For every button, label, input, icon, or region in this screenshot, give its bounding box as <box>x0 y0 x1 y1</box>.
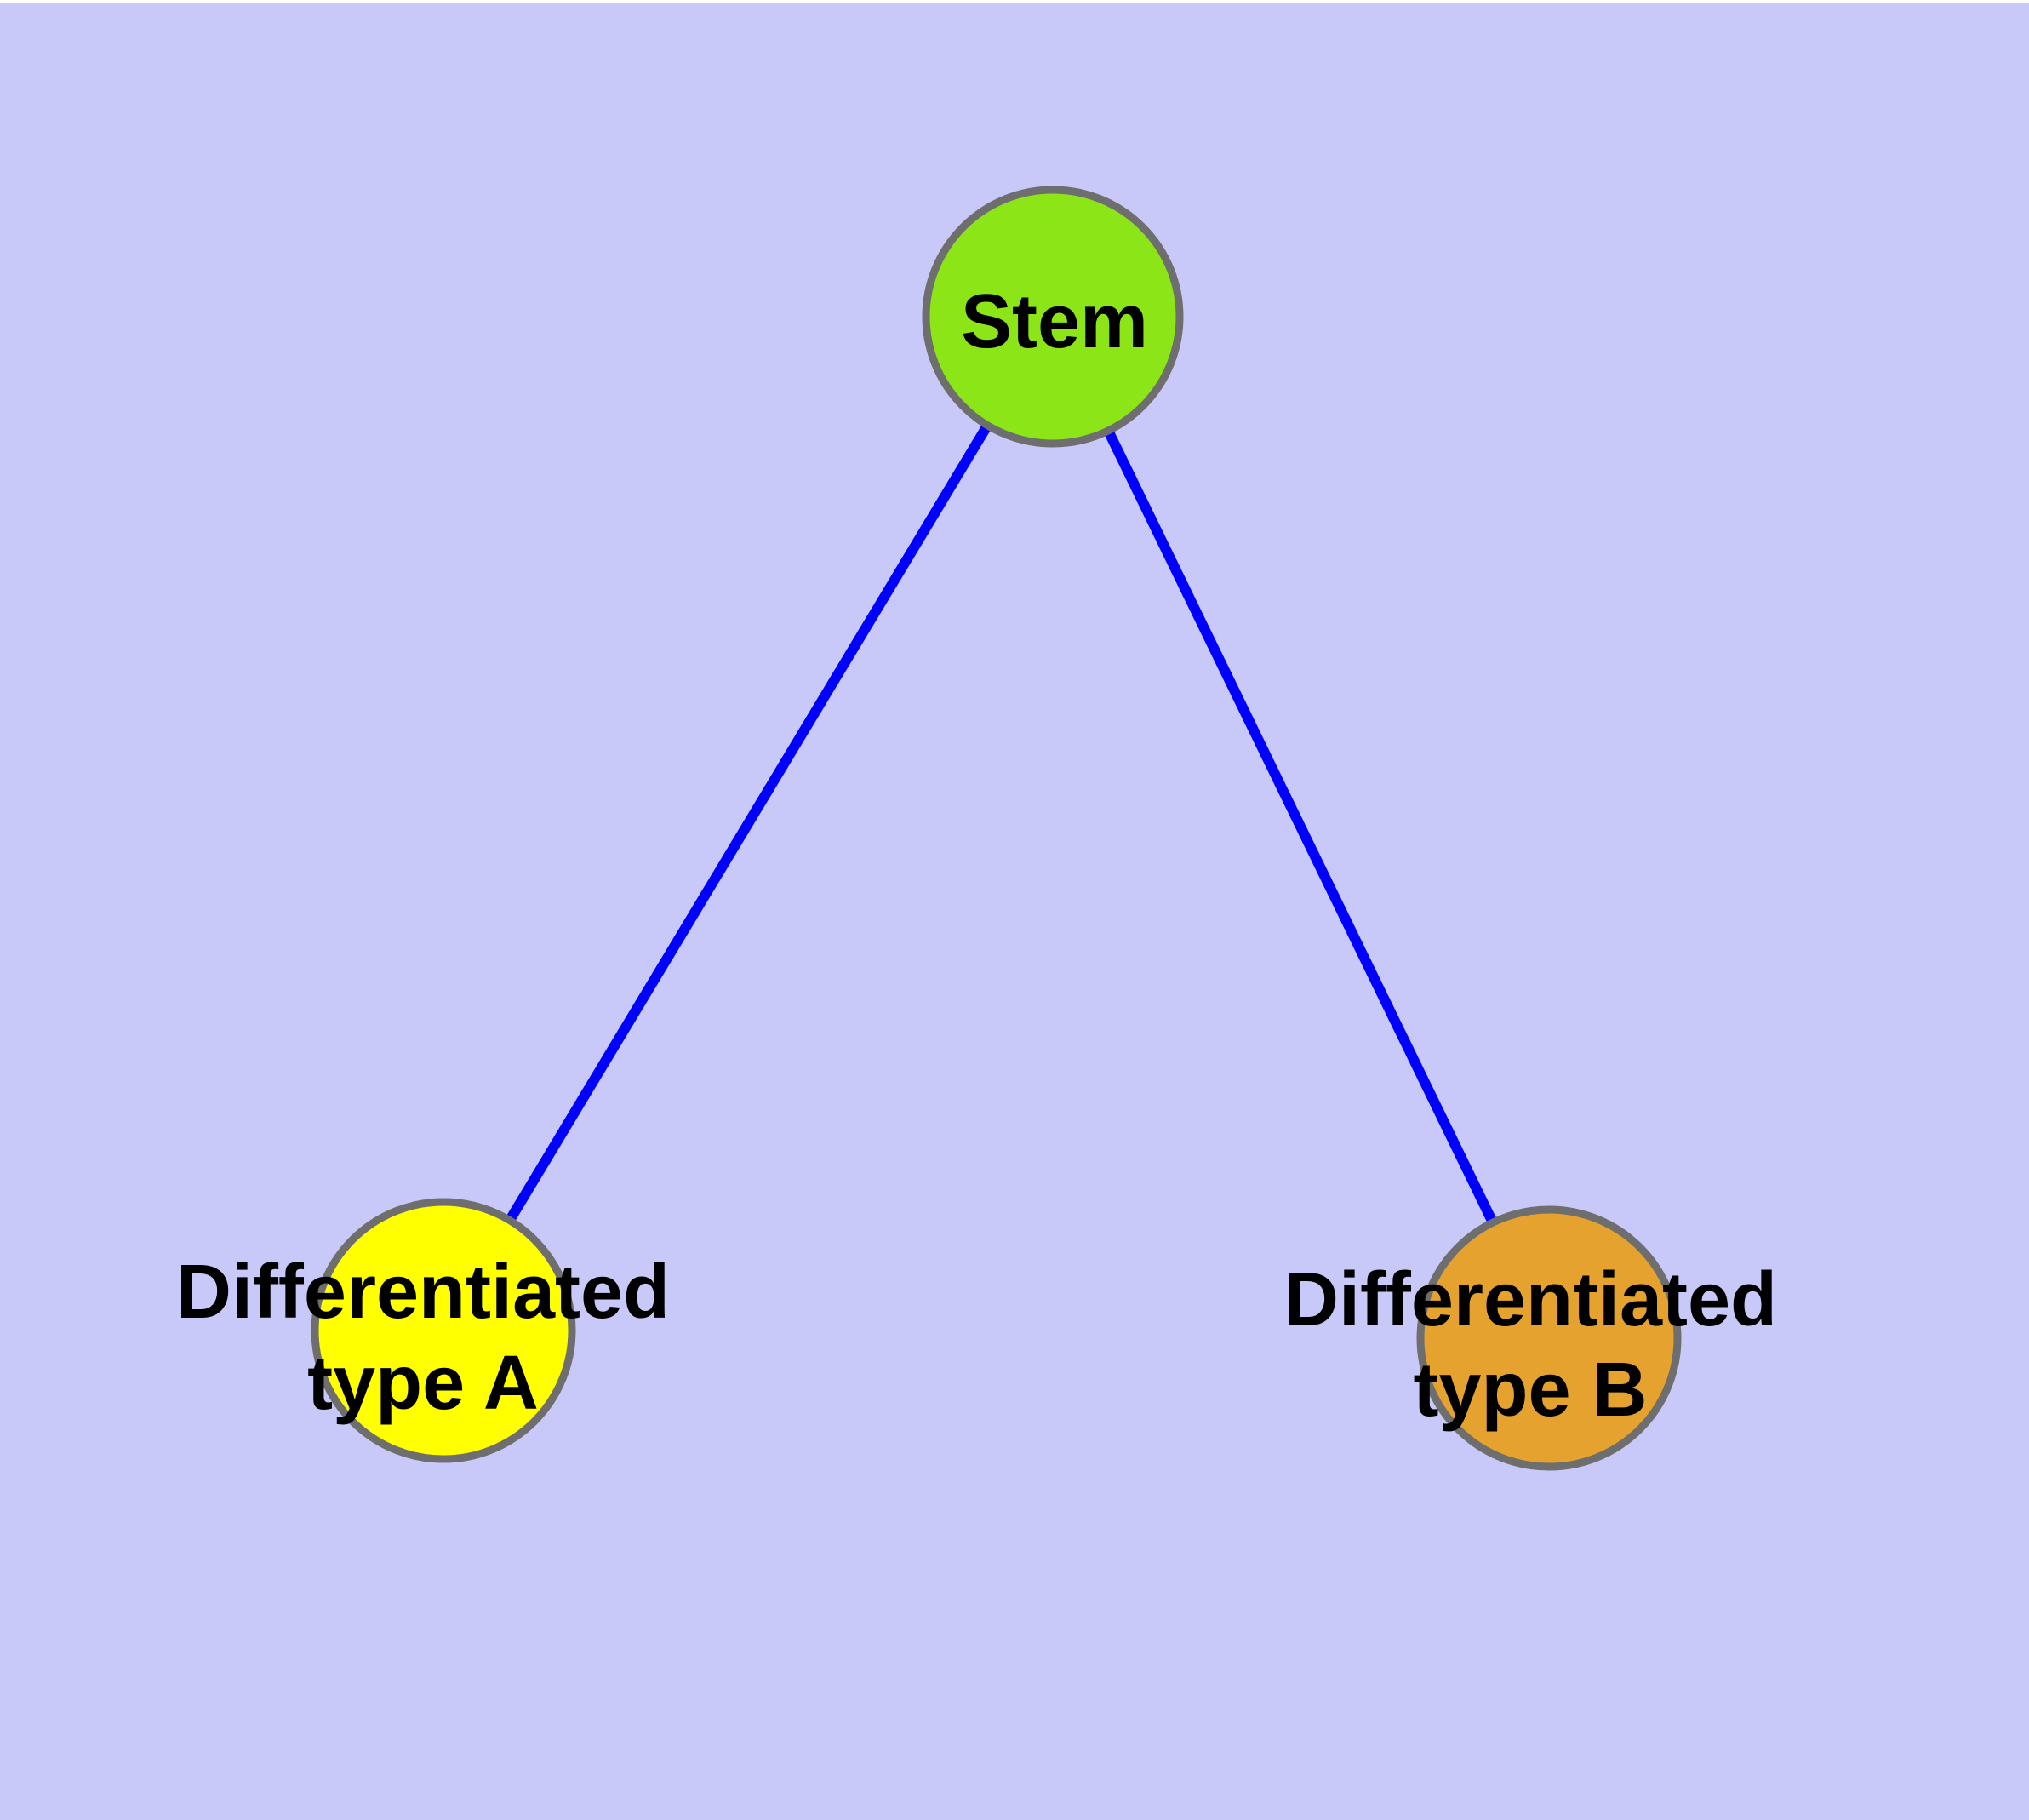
edge-stem-to-typeA <box>438 313 1058 1334</box>
node-stem: Stem <box>922 186 1184 448</box>
node-differentiated-type-b-circle <box>1416 1205 1682 1471</box>
node-stem-circle <box>922 186 1184 448</box>
node-differentiated-type-a-circle <box>311 1198 576 1463</box>
top-white-strip <box>0 0 2029 3</box>
edge-stem-to-typeB <box>1048 314 1554 1341</box>
node-stem-label: Stem <box>961 279 1148 364</box>
